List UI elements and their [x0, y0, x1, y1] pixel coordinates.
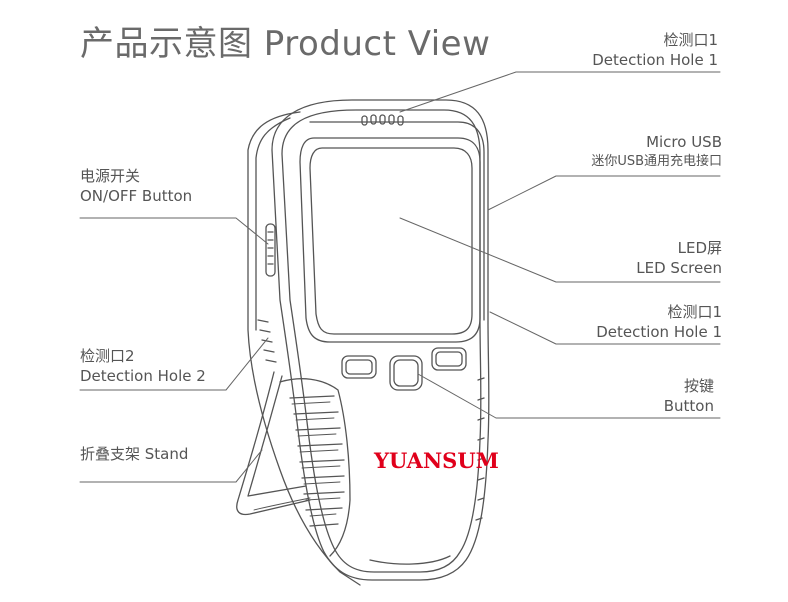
screen-bezel	[299, 137, 481, 343]
label-text: 折叠支架 Stand	[80, 445, 189, 463]
device-back-shell	[247, 111, 361, 586]
label-zh: 迷你USB通用充电接口	[591, 154, 722, 169]
front-face	[309, 121, 485, 321]
top-detection-holes	[361, 114, 404, 126]
folding-stand	[236, 371, 311, 516]
label-en: Detection Hole 1	[592, 51, 718, 69]
label-led-screen: LED屏 LED Screen	[636, 238, 722, 278]
label-power-switch: 电源开关 ON/OFF Button	[80, 166, 192, 206]
label-zh: 电源开关	[80, 167, 141, 185]
grip-ribs	[279, 378, 351, 557]
label-zh: 按键	[683, 377, 714, 395]
page-title: 产品示意图 Product View	[80, 24, 491, 64]
label-en: Detection Hole 1	[596, 323, 722, 341]
device-bottom	[369, 555, 451, 565]
label-detection-hole-1-side: 检测口1 Detection Hole 1	[596, 302, 722, 342]
brand-logo: YUANSUM	[373, 448, 499, 473]
label-micro-usb: Micro USB 迷你USB通用充电接口	[591, 132, 722, 172]
label-button: 按键 Button	[664, 376, 714, 416]
side-detection-holes	[257, 319, 277, 363]
label-en: ON/OFF Button	[80, 187, 193, 205]
label-detection-hole-2: 检测口2 Detection Hole 2	[80, 346, 206, 386]
screen	[309, 147, 473, 335]
label-zh: 检测口2	[80, 347, 135, 365]
label-zh: 检测口1	[663, 31, 718, 49]
power-switch	[265, 223, 276, 277]
label-en: Detection Hole 2	[80, 367, 206, 385]
device-buttons	[341, 347, 467, 391]
label-zh: 检测口1	[667, 303, 722, 321]
leader-lines	[79, 71, 721, 483]
device-body-outer	[271, 99, 490, 581]
right-grip-slots	[475, 377, 485, 521]
label-en: Micro USB	[646, 133, 722, 151]
label-en: Button	[663, 397, 714, 415]
label-stand: 折叠支架 Stand	[80, 444, 188, 464]
label-en: LED Screen	[636, 259, 722, 277]
label-detection-hole-1-top: 检测口1 Detection Hole 1	[592, 30, 718, 70]
label-zh: LED屏	[677, 239, 722, 257]
device-body-inner	[281, 109, 482, 573]
